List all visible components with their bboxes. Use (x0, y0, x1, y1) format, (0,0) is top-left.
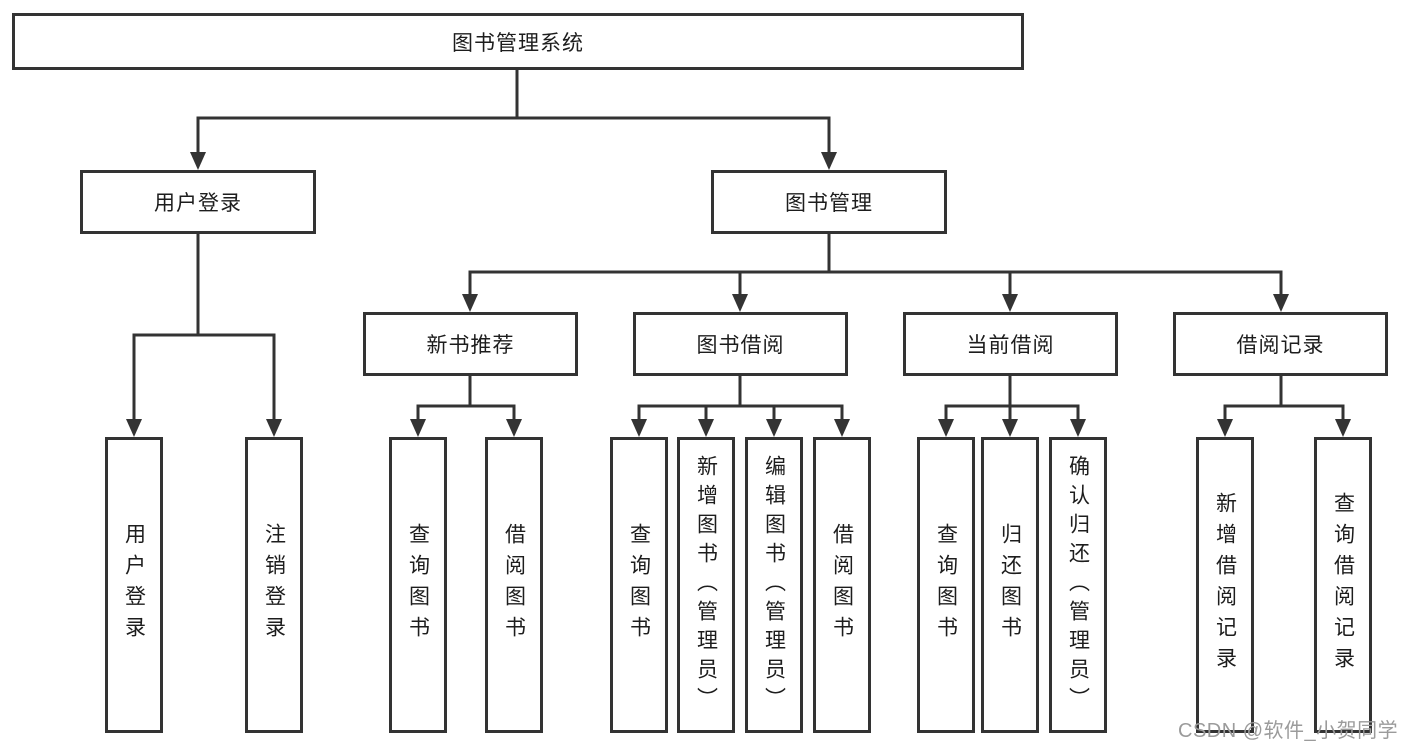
node-label: 借阅记录 (1236, 334, 1325, 357)
node-book-management: 图书管理 (711, 170, 947, 234)
node-leaf-user-login: 用户登录 (105, 437, 163, 733)
edges-borrow-records (1217, 374, 1351, 437)
node-leaf-confirm-return-admin: 确认归还（管理员） (1049, 437, 1107, 733)
node-label: 图书管理 (785, 192, 873, 215)
edges-book-borrow (631, 374, 850, 437)
edges-new-book-recommend (410, 374, 522, 437)
node-leaf-add-borrow-record: 新增借阅记录 (1196, 437, 1254, 733)
node-leaf-edit-book-admin: 编辑图书（管理员） (745, 437, 803, 733)
node-label: 图书借阅 (696, 334, 785, 357)
node-leaf-add-book-admin: 新增图书（管理员） (677, 437, 735, 733)
node-leaf-return-book: 归还图书 (981, 437, 1039, 733)
node-label: 确认归还（管理员） (1066, 454, 1090, 716)
node-label: 图书管理系统 (452, 31, 584, 55)
edges-user-login (126, 232, 282, 437)
node-new-book-recommend: 新书推荐 (363, 312, 578, 376)
node-leaf-query-borrow-record: 查询借阅记录 (1314, 437, 1372, 733)
edges-root (190, 68, 837, 170)
node-label: 用户登录 (154, 192, 242, 215)
node-label: 查询图书 (627, 523, 651, 647)
node-label: 查询图书 (406, 523, 430, 647)
node-leaf-logout: 注销登录 (245, 437, 303, 733)
node-label: 借阅图书 (830, 523, 854, 647)
node-current-borrow: 当前借阅 (903, 312, 1118, 376)
node-user-login: 用户登录 (80, 170, 316, 234)
node-book-borrow: 图书借阅 (633, 312, 848, 376)
node-label: 用户登录 (122, 523, 146, 647)
node-label: 查询借阅记录 (1331, 492, 1355, 678)
edges-book-management (462, 232, 1289, 312)
node-label: 查询图书 (934, 523, 958, 647)
node-leaf-query-book-3: 查询图书 (917, 437, 975, 733)
node-borrow-records: 借阅记录 (1173, 312, 1388, 376)
node-leaf-borrow-book-2: 借阅图书 (813, 437, 871, 733)
node-label: 注销登录 (262, 523, 286, 647)
node-leaf-borrow-book-1: 借阅图书 (485, 437, 543, 733)
node-label: 借阅图书 (502, 523, 526, 647)
node-label: 当前借阅 (966, 334, 1055, 357)
node-label: 归还图书 (998, 523, 1022, 647)
node-label: 新增借阅记录 (1213, 492, 1237, 678)
node-label: 新增图书（管理员） (694, 454, 718, 716)
node-label: 新书推荐 (426, 334, 515, 357)
edges-current-borrow (938, 374, 1086, 437)
node-leaf-query-book-2: 查询图书 (610, 437, 668, 733)
csdn-watermark: CSDN @软件_小贺同学 (1178, 720, 1399, 742)
node-library-management-system: 图书管理系统 (12, 13, 1024, 70)
node-leaf-query-book-1: 查询图书 (389, 437, 447, 733)
node-label: 编辑图书（管理员） (762, 454, 786, 716)
